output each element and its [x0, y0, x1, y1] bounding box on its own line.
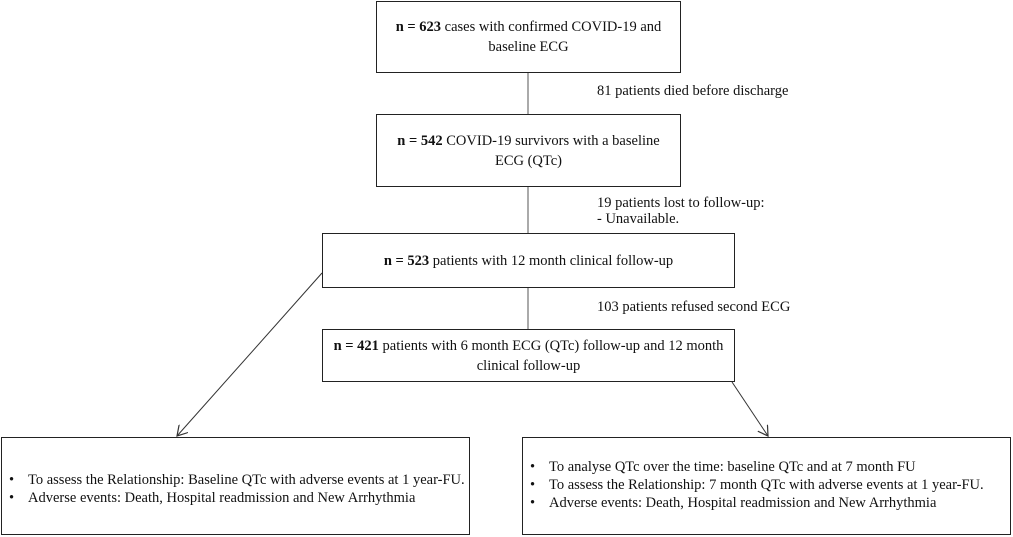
box-text: cases with confirmed COVID-19 and baseli…	[444, 19, 662, 55]
arrow-to-left-box	[177, 272, 323, 436]
list-item: To assess the Relationship: 7 month QTc …	[530, 476, 1010, 494]
list-item: To assess the Relationship: Baseline QTc…	[9, 471, 469, 489]
box-text: patients with 12 month clinical follow-u…	[432, 252, 674, 269]
box-text: COVID-19 survivors with a baseline ECG (…	[446, 132, 660, 169]
n-label: n = 623	[395, 19, 442, 35]
box-initial-cases: n = 623 cases with confirmed COVID-19 an…	[376, 1, 681, 73]
box-text: patients with 6 month ECG (QTc) follow-u…	[382, 337, 724, 374]
left-outcome-box: To assess the Relationship: Baseline QTc…	[1, 437, 470, 535]
arrow-to-right-box	[731, 381, 768, 436]
box-survivors: n = 542 COVID-19 survivors with a baseli…	[376, 114, 681, 187]
box-ecg-followup: n = 421 patients with 6 month ECG (QTc) …	[322, 329, 735, 382]
list-item: To analyse QTc over the time: baseline Q…	[530, 458, 1010, 476]
n-label: n = 421	[333, 337, 379, 354]
note-lost: 19 patients lost to follow-up:	[597, 195, 765, 211]
list-item: Adverse events: Death, Hospital readmiss…	[9, 489, 469, 507]
note-refused: 103 patients refused second ECG	[597, 299, 791, 315]
note-lost-detail: - Unavailable.	[597, 211, 680, 227]
right-outcome-box: To analyse QTc over the time: baseline Q…	[522, 437, 1011, 535]
n-label: n = 523	[383, 252, 430, 269]
n-label: n = 542	[397, 132, 443, 149]
note-died: 81 patients died before discharge	[597, 83, 789, 99]
list-item: Adverse events: Death, Hospital readmiss…	[530, 494, 1010, 512]
left-outcome-list: To assess the Relationship: Baseline QTc…	[2, 471, 469, 507]
right-outcome-list: To analyse QTc over the time: baseline Q…	[523, 458, 1010, 512]
box-followup: n = 523 patients with 12 month clinical …	[322, 233, 735, 288]
